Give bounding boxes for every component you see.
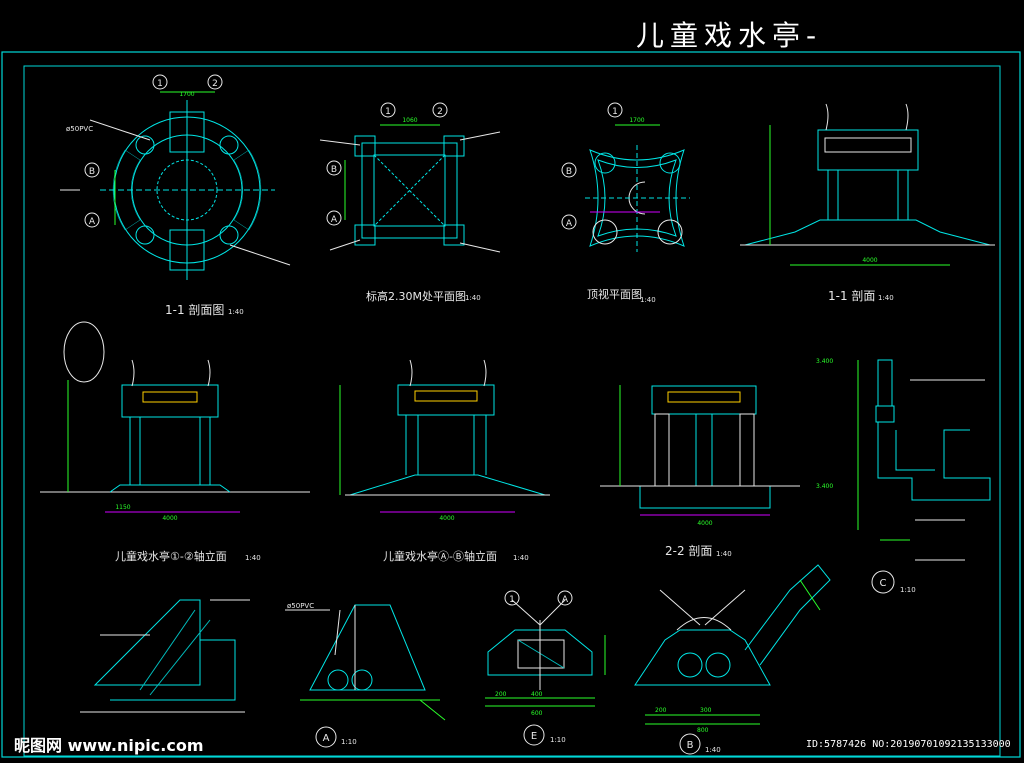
view-1-axis-bubbles: 1 2 B A 1700 ø50PVC (66, 74, 223, 228)
view-11-detail-e (485, 599, 606, 707)
detail-a-letter: A (323, 733, 330, 744)
view-2-axis-bubbles: 1 2 B A 1060 (326, 102, 448, 226)
detail-a-bubble (315, 726, 337, 748)
view-7-caption: 2-2 剖面 (665, 544, 712, 558)
view-12-detail-b (634, 564, 831, 725)
view-6-elevation-a-b (339, 359, 550, 513)
detail-b-letter: B (687, 740, 694, 751)
inner-frame (23, 65, 1001, 757)
view-5-scale: 1:40 (245, 554, 261, 562)
detail-e-bubble (523, 724, 545, 746)
view-6-scale: 1:40 (513, 554, 529, 562)
dim-400-v11: 400 (531, 691, 543, 698)
outer-frame (1, 51, 1021, 758)
watermark-right: ID:5787426 NO:20190701092135133000 (806, 739, 1011, 750)
v2-axis-a: A (331, 215, 338, 225)
detail-c-letter: C (880, 578, 887, 589)
view-1-caption: 1-1 剖面图 (165, 303, 224, 317)
view-4-section (740, 103, 995, 266)
dim-600-v11: 600 (531, 710, 543, 717)
view-7-scale: 1:40 (716, 550, 732, 558)
detail-c-bubble (871, 570, 895, 594)
axis-bubble-a-label: A (89, 217, 96, 227)
dim-800-v12: 800 (697, 727, 709, 734)
axis-bubble-1-label: 1 (157, 79, 163, 89)
view-11-scale: 1:10 (550, 736, 566, 744)
dim-1700-v3: 1700 (629, 117, 644, 124)
axis-bubble-b (84, 162, 100, 178)
detail-e-letter: E (531, 731, 537, 742)
view-2-plan-2-30m (319, 124, 501, 253)
dim-1150-v5: 1150 (115, 504, 130, 511)
pvc-note-v1: ø50PVC (66, 125, 93, 133)
view-7-section-2-2 (600, 385, 800, 516)
dim-3400-v8: 3.400 (816, 358, 833, 365)
v11-axis-a: A (562, 595, 569, 605)
view-2-scale: 1:40 (465, 294, 481, 302)
v3-axis-b: B (566, 167, 572, 177)
view-3-axis-bubbles: 1 B A 1700 (561, 102, 645, 230)
view-4-caption: 1-1 剖面 (828, 289, 875, 303)
v11-axis-bubble-1 (504, 590, 520, 606)
view-4-scale: 1:40 (878, 294, 894, 302)
sheet-title: 儿童戏水亭- (636, 19, 823, 52)
dim-4000-v7: 4000 (697, 520, 712, 527)
v11-axis-1: 1 (509, 595, 515, 605)
dim-1060-v2: 1060 (402, 117, 417, 124)
view-1-section-plan (60, 91, 291, 280)
v2-axis-b: B (331, 165, 337, 175)
view-3-roof-plan (585, 124, 690, 252)
v2-axis-2: 2 (437, 107, 443, 117)
view-10-detail-a (285, 604, 446, 721)
view-2-caption: 标高2.30M处平面图 (366, 289, 466, 303)
view-5-elevation-1-2 (40, 321, 310, 513)
axis-bubble-a (84, 212, 100, 228)
v3-axis-1: 1 (612, 107, 618, 117)
dim-200-v11: 200 (495, 691, 507, 698)
view-6-caption: 儿童戏水亭Ⓐ-Ⓑ轴立面 (383, 549, 497, 563)
dim-300-v12: 300 (700, 707, 712, 714)
view-3-caption: 顶视平面图 (587, 287, 642, 301)
view-1-scale: 1:40 (228, 308, 244, 316)
v11-axis-bubble-a (557, 590, 573, 606)
v3-axis-a: A (566, 219, 573, 229)
axis-bubble-2-label: 2 (212, 79, 218, 89)
dim-30-v8: 3.400 (816, 483, 833, 490)
view-10-scale: 1:10 (341, 738, 357, 746)
view-8-detail-c (857, 359, 991, 561)
dim-4000-v5: 4000 (162, 515, 177, 522)
axis-bubble-1 (152, 74, 168, 90)
dim-200-v12: 200 (655, 707, 667, 714)
v2-axis-1: 1 (385, 107, 391, 117)
view-3-scale: 1:40 (640, 296, 656, 304)
watermark-left: 昵图网 www.nipic.com (14, 736, 204, 755)
dim-1700-v1: 1700 (179, 91, 194, 98)
dim-4000-v6: 4000 (439, 515, 454, 522)
view-9-slope-detail (80, 599, 250, 713)
dim-4000-v4: 4000 (862, 257, 877, 264)
pvc-note-v10: ø50PVC (287, 602, 314, 610)
detail-b-bubble (679, 733, 701, 755)
axis-bubble-b-label: B (89, 167, 95, 177)
view-8-scale: 1:10 (900, 586, 916, 594)
view-12-scale: 1:40 (705, 746, 721, 754)
axis-bubble-2 (207, 74, 223, 90)
view-5-caption: 儿童戏水亭①-②轴立面 (115, 549, 227, 563)
